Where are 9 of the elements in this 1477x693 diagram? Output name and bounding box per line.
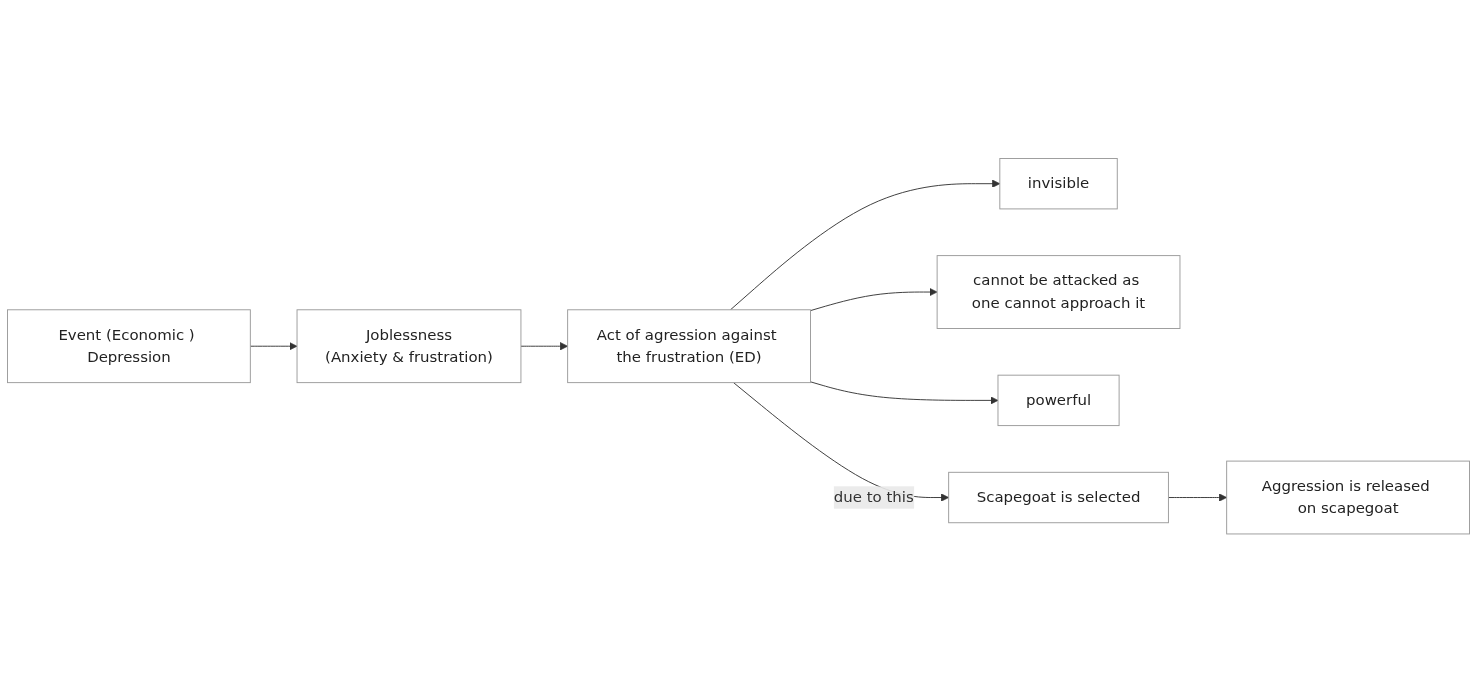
node-box: invisible xyxy=(999,158,1118,210)
node-box: Act of agression against the frustration (ED) xyxy=(567,309,811,384)
node-box: cannot be attacked as one cannot approach it xyxy=(936,255,1181,330)
node-box: Scapegoat is selected xyxy=(948,472,1169,524)
node-box: Aggression is released on scapegoat xyxy=(1226,460,1470,535)
node-box: Event (Economic ) Depression xyxy=(7,309,251,384)
node-box: powerful xyxy=(997,375,1120,427)
edge-label: due to this xyxy=(833,488,914,507)
node-box: Joblessness (Anxiety & frustration) xyxy=(296,309,522,384)
